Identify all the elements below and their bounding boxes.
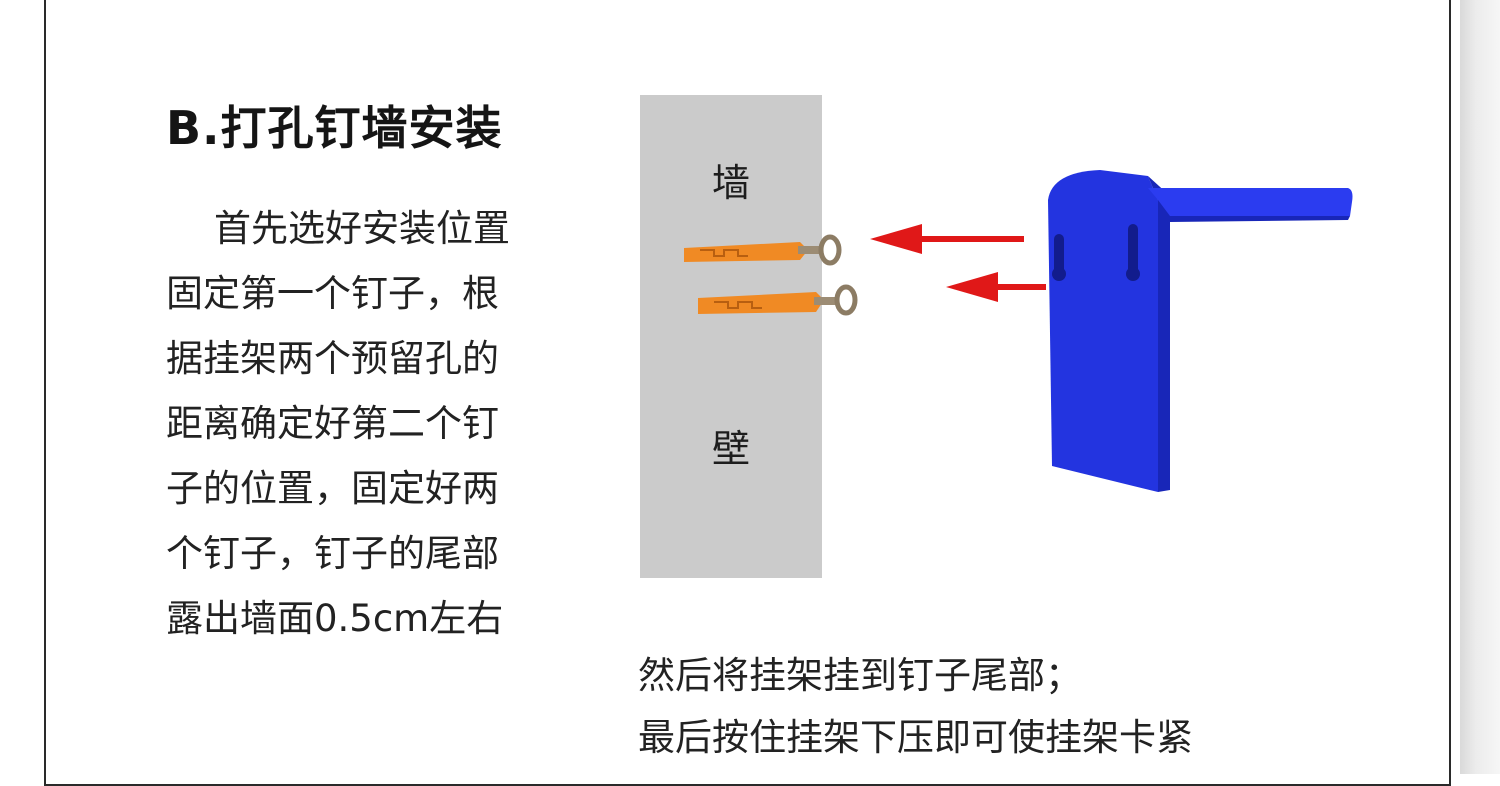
paragraph-line: 个钉子，钉子的尾部 — [166, 532, 499, 575]
mounting-diagram — [684, 170, 1353, 492]
wall-anchor-icon — [684, 234, 842, 266]
caption-line: 然后将挂架挂到钉子尾部； — [638, 654, 1082, 697]
instruction-paragraph: 首先选好安装位置 固定第一个钉子，根 据挂架两个预留孔的 距离确定好第二个钉 子… — [166, 196, 586, 651]
wall-label-bottom: 壁 — [712, 427, 751, 471]
wall-illustration — [640, 95, 822, 578]
paragraph-line: 据挂架两个预留孔的 — [166, 337, 499, 380]
arrow-left-icon — [946, 272, 1046, 302]
paragraph-line: 固定第一个钉子，根 — [166, 272, 499, 315]
arrow-left-icon — [870, 224, 1024, 254]
section-heading: B.打孔钉墙安装 — [166, 101, 503, 155]
hanging-bracket-icon — [1048, 170, 1353, 492]
paragraph-line: 子的位置，固定好两 — [166, 467, 499, 510]
paragraph-line: 露出墙面0.5cm左右 — [166, 597, 504, 640]
paragraph-line: 首先选好安装位置 — [214, 207, 510, 250]
wall-label-top: 墙 — [712, 161, 751, 205]
page-edge-shadow — [1460, 0, 1500, 774]
caption-line: 最后按住挂架下压即可使挂架卡紧 — [638, 716, 1193, 759]
paragraph-line: 距离确定好第二个钉 — [166, 402, 499, 445]
wall-anchor-icon — [698, 284, 858, 316]
